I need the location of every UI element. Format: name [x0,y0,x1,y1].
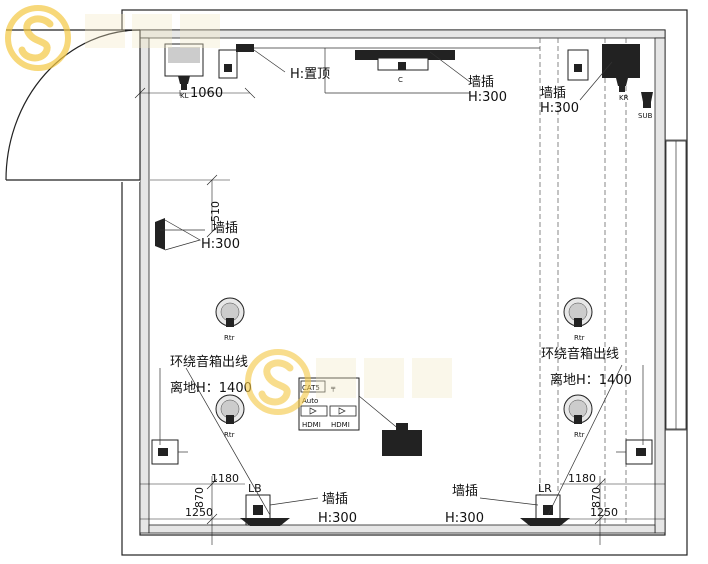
dimension-lines [134,87,665,545]
h300-label-bottom-right: H:300 [445,511,484,526]
h300-label-left: H:300 [201,237,240,252]
outlet-label-bottom-left: 墙插 [322,492,348,507]
h300-label-top: H:300 [468,90,507,105]
speaker-label-kr: KR [619,94,629,102]
speaker-lb: LB [240,482,290,526]
dim-1250-right: 1250 [590,506,618,519]
dim-1180-left: 1180 [211,472,239,485]
speaker-label-c: C [398,76,403,84]
surround-line-right: 环绕音箱出线 [541,346,619,362]
speaker-label-kl: KL [180,92,189,100]
speaker-lr: LR [520,482,570,526]
dim-510: 510 [209,201,222,222]
auto-label: Auto [302,397,318,405]
h300-label-bottom-left: H:300 [318,511,357,526]
rtr-right-lower: Rtr [563,394,593,439]
svg-text:╤: ╤ [330,384,336,392]
side-speaker-left [155,218,201,251]
dim-1250-left: 1250 [185,506,213,519]
surround-height-right: 离地H：1400 [550,372,632,388]
speaker-kr: KR [602,44,640,102]
ceiling-height-label: H:置顶 [290,67,330,82]
rear-speakers: Rtr Rtr Rtr Rtr [215,297,593,439]
rtr-right-upper: Rtr [563,297,593,342]
surround-line-left: 环绕音箱出线 [170,354,248,370]
rtr-label: Rtr [224,334,235,342]
hdmi-label-1: HDMI [302,421,321,429]
dim-870-left: 870 [193,487,206,508]
dim-870-right: 870 [590,487,603,508]
rtr-label: Rtr [574,334,585,342]
dim-1060: 1060 [190,86,223,101]
outlet-label-bottom-right: 墙插 [452,484,478,499]
outlet-label-top: 墙插 [468,75,494,90]
outlet-label-top-right: 墙插 [540,86,566,101]
outer-walls [121,9,688,556]
receiver-panel: CAT5 ╤ Auto HDMI HDMI [298,377,401,431]
subwoofer: SUB [638,92,653,120]
rotated-dimensions: 510 870 870 [193,201,603,508]
cat5-label: CAT5 [302,384,320,392]
surround-height-left: 离地H：1400 [170,380,252,396]
h300-label-top-right: H:300 [540,101,579,116]
speaker-c: C [355,50,455,84]
receiver-icon [382,423,422,456]
speaker-kl: KL [164,43,204,100]
leader-lines [159,49,644,516]
dim-1180-right: 1180 [568,472,596,485]
speaker-label-sub: SUB [638,112,653,120]
rtr-left-lower: Rtr [215,394,245,439]
ceiling-lines [250,38,627,525]
annotations: H:置顶 墙插 H:300 墙插 H:300 1060 墙插 H:300 环绕音… [170,67,632,526]
surround-speaker-right [616,439,653,465]
speaker-small-right [567,49,589,81]
speaker-small-left [218,44,254,79]
surround-speaker-left [151,439,188,465]
door-swing [5,29,141,182]
rtr-left-upper: Rtr [215,297,245,342]
rtr-label: Rtr [224,431,235,439]
outlet-label-left: 墙插 [212,221,238,236]
hdmi-label-2: HDMI [331,421,350,429]
speaker-label-lr: LR [538,482,552,495]
rtr-label: Rtr [574,431,585,439]
